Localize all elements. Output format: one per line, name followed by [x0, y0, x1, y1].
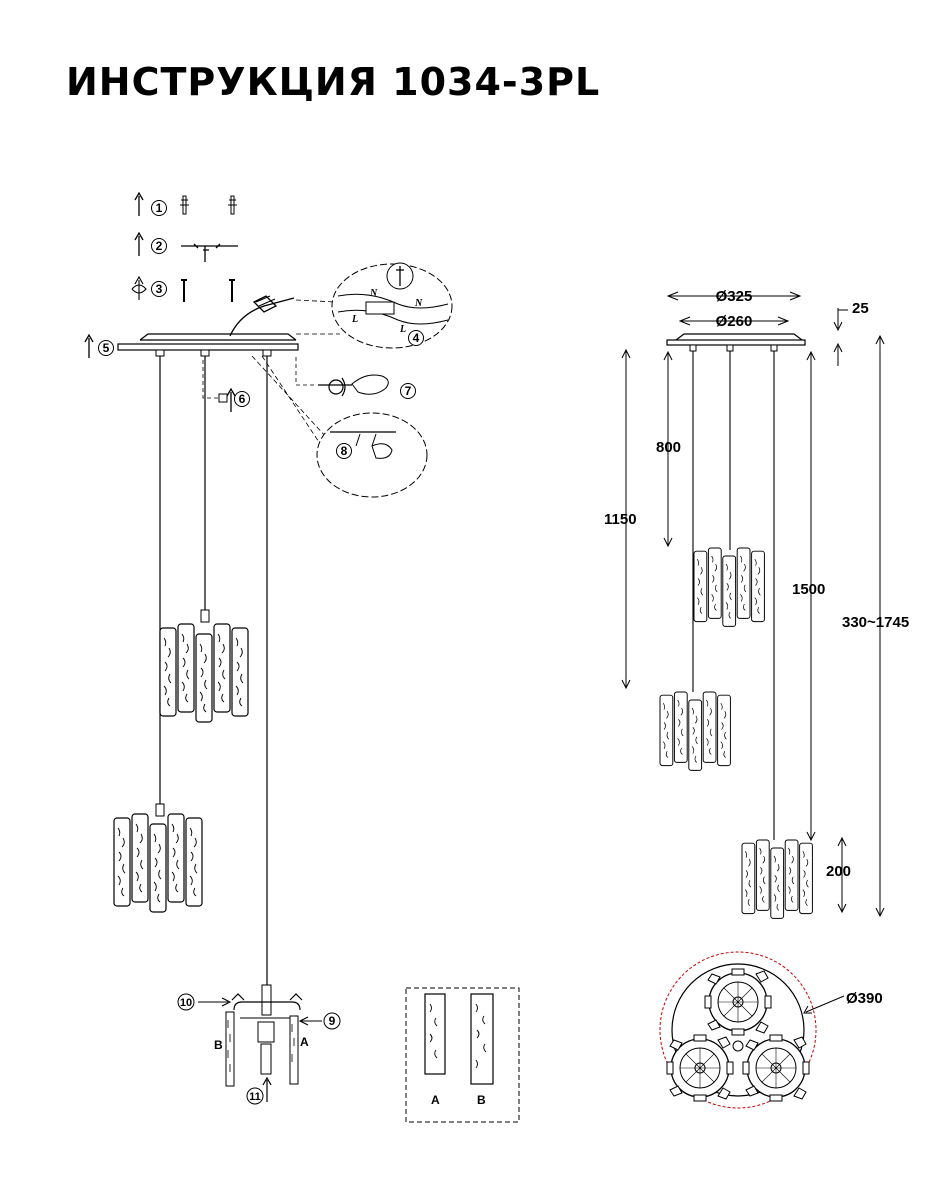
- panel-label-a: A: [431, 1093, 440, 1107]
- panel-label-b: B: [477, 1093, 486, 1107]
- shade-top: [694, 548, 764, 626]
- up-arrow-icon: [134, 191, 144, 216]
- hook-icon: [328, 379, 344, 395]
- dim-shade-height: 200: [826, 863, 851, 880]
- step-7-adjustment: 7: [295, 357, 416, 399]
- step-3-screws: 3: [131, 275, 235, 302]
- dim-canopy-outer: Ø325: [716, 288, 753, 305]
- dim-canopy-height: 25: [852, 300, 869, 317]
- rosette-top: [704, 968, 772, 1036]
- shade-middle: [660, 692, 730, 770]
- screw-icon: [181, 279, 187, 302]
- up-arrow-icon: [84, 333, 94, 358]
- shade-side-b: B: [214, 1038, 223, 1052]
- page-title: ИНСТРУКЦИЯ 1034-3PL: [66, 60, 601, 104]
- anchor-icon: [228, 195, 237, 215]
- up-arrow-icon: [226, 387, 236, 412]
- wiring-detail: N N L L 4: [295, 262, 453, 349]
- step-number-8: 8: [341, 444, 348, 458]
- bracket-icon: [181, 243, 238, 262]
- up-arrow-icon: [262, 1076, 272, 1102]
- step-number-7: 7: [405, 384, 412, 398]
- hand-icon: [351, 374, 389, 395]
- step-number-6: 6: [239, 392, 246, 406]
- panel-types-box: A B: [405, 987, 520, 1123]
- step-number-2: 2: [156, 239, 163, 253]
- rotate-arrow-icon: [131, 275, 147, 300]
- step-number-3: 3: [156, 282, 163, 296]
- plan-view: Ø390: [659, 951, 883, 1109]
- dim-overall-diameter: Ø390: [846, 990, 883, 1007]
- dim-drop-long: 1500: [792, 581, 825, 598]
- shade-side-a: A: [300, 1035, 309, 1049]
- shade-upper: [160, 624, 248, 722]
- step-5-marker: 5: [84, 333, 114, 358]
- step-number-4: 4: [413, 331, 420, 345]
- wire-label-n: N: [369, 288, 378, 299]
- step-number-9: 9: [329, 1014, 336, 1028]
- step-number-5: 5: [103, 341, 110, 355]
- left-pendants: [114, 356, 268, 985]
- anchor-icon: [180, 195, 189, 215]
- dim-drop-medium: 1150: [604, 511, 637, 528]
- rosette-left: [666, 1034, 734, 1102]
- screw-icon: [229, 279, 235, 302]
- step-number-10: 10: [180, 997, 192, 1009]
- wire-label-l: L: [399, 324, 406, 335]
- step-number-1: 1: [156, 201, 163, 215]
- wire-label-l: L: [351, 314, 358, 325]
- step-2-bracket: 2: [134, 231, 238, 262]
- dim-total-range: 330~1745: [842, 614, 909, 631]
- up-arrow-icon: [134, 231, 144, 256]
- wire-connector-icon: [229, 295, 295, 337]
- hand-icon: [371, 443, 393, 459]
- step-6-marker: 6: [202, 360, 250, 412]
- canopy: [117, 295, 299, 357]
- dim-drop-short: 800: [656, 439, 681, 456]
- rosette-right: [742, 1034, 810, 1102]
- shade-bottom: [742, 840, 812, 918]
- step-8-detail: 8: [251, 355, 428, 498]
- shade-assembly-detail: 10 9 11 B A: [177, 984, 341, 1105]
- step-1-anchors: 1: [134, 191, 237, 216]
- shade-lower: [114, 814, 202, 912]
- step-number-11: 11: [249, 1091, 261, 1103]
- wire-label-n: N: [414, 298, 423, 309]
- dim-canopy-inner: Ø260: [716, 313, 753, 330]
- right-elevation: Ø325 Ø260 25 800 1150 1500 330~1745 200: [604, 288, 909, 918]
